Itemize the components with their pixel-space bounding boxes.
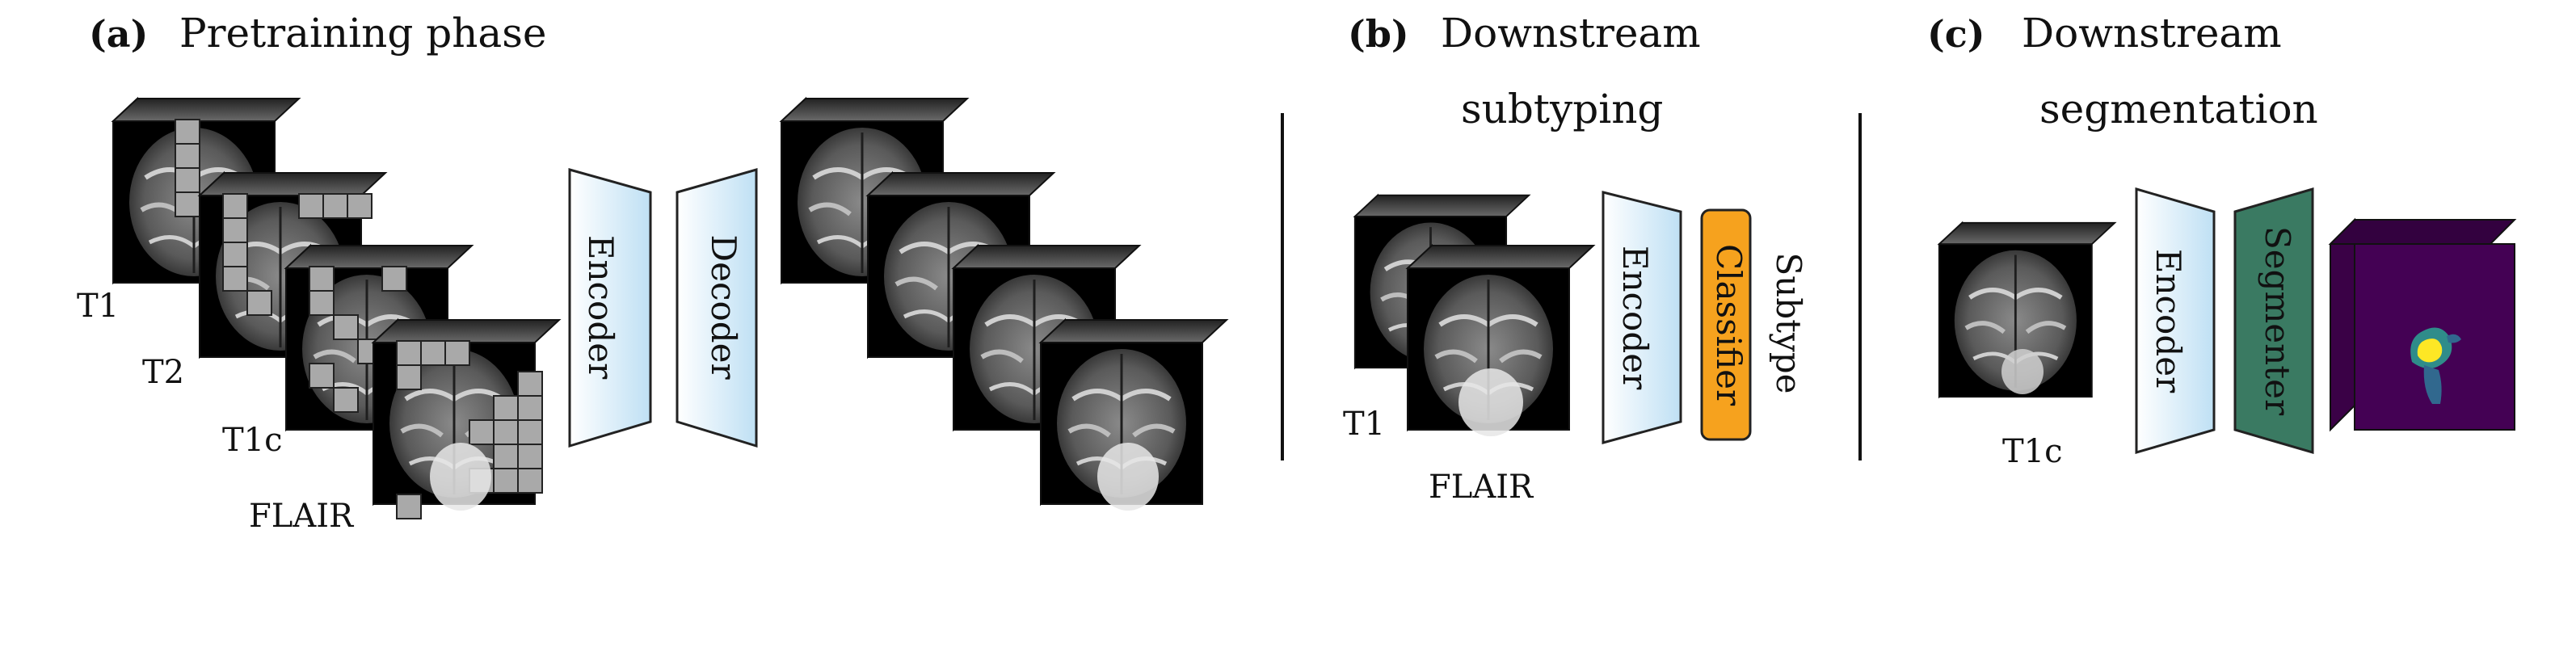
input-volume-c xyxy=(1939,223,2115,397)
segmenter-label: Segmenter xyxy=(2258,226,2297,416)
classifier-block: Classifier xyxy=(1700,208,1752,441)
panel-a-title: Pretraining phase xyxy=(179,10,547,57)
panel-c-title-line1: Downstream xyxy=(2022,10,2282,57)
segmentation-volume xyxy=(2328,217,2517,432)
encoder-block-c: Encoder xyxy=(2135,187,2216,454)
modality-label-t1c: T1c xyxy=(222,422,283,459)
input-volume-t2 xyxy=(200,173,385,357)
subtype-output-label: Subtype xyxy=(1769,252,1808,393)
encoder-block-b: Encoder xyxy=(1602,191,1682,444)
panel-c-letter: (c) xyxy=(1927,12,1985,56)
encoder-block-a: Encoder xyxy=(568,168,652,448)
panel-a: (a) Pretraining phase xyxy=(77,10,1227,535)
encoder-label-a: Encoder xyxy=(581,235,621,380)
decoder-block: Decoder xyxy=(676,168,758,448)
reconstructed-volumes xyxy=(781,99,1227,511)
modality-label-flair: FLAIR xyxy=(249,498,355,535)
modality-label-b-flair: FLAIR xyxy=(1429,469,1534,506)
encoder-label-c: Encoder xyxy=(2149,249,2188,393)
input-volumes-b xyxy=(1355,196,1593,436)
classifier-label: Classifier xyxy=(1709,244,1749,406)
modality-label-c-t1c: T1c xyxy=(2002,433,2063,470)
modality-label-b-t1: T1 xyxy=(1343,406,1385,443)
panel-b-letter: (b) xyxy=(1348,12,1409,56)
segmenter-block: Segmenter xyxy=(2233,187,2314,454)
decoder-label: Decoder xyxy=(704,234,743,380)
modality-label-t2: T2 xyxy=(142,354,184,391)
input-volume-flair xyxy=(373,320,559,519)
input-volume-t1 xyxy=(113,99,299,283)
panel-b: (b) Downstream subtyping T1 FLAIR Encode… xyxy=(1343,10,1808,506)
panel-b-title-line1: Downstream xyxy=(1441,10,1701,57)
encoder-label-b: Encoder xyxy=(1615,246,1655,390)
panel-c: (c) Downstream segmentation T1c Encoder … xyxy=(1927,10,2517,470)
modality-label-t1: T1 xyxy=(77,288,119,325)
panel-c-title-line2: segmentation xyxy=(2039,86,2318,132)
input-volume-t1c xyxy=(286,246,472,430)
panel-a-letter: (a) xyxy=(89,12,148,56)
panel-b-title-line2: subtyping xyxy=(1461,86,1663,132)
